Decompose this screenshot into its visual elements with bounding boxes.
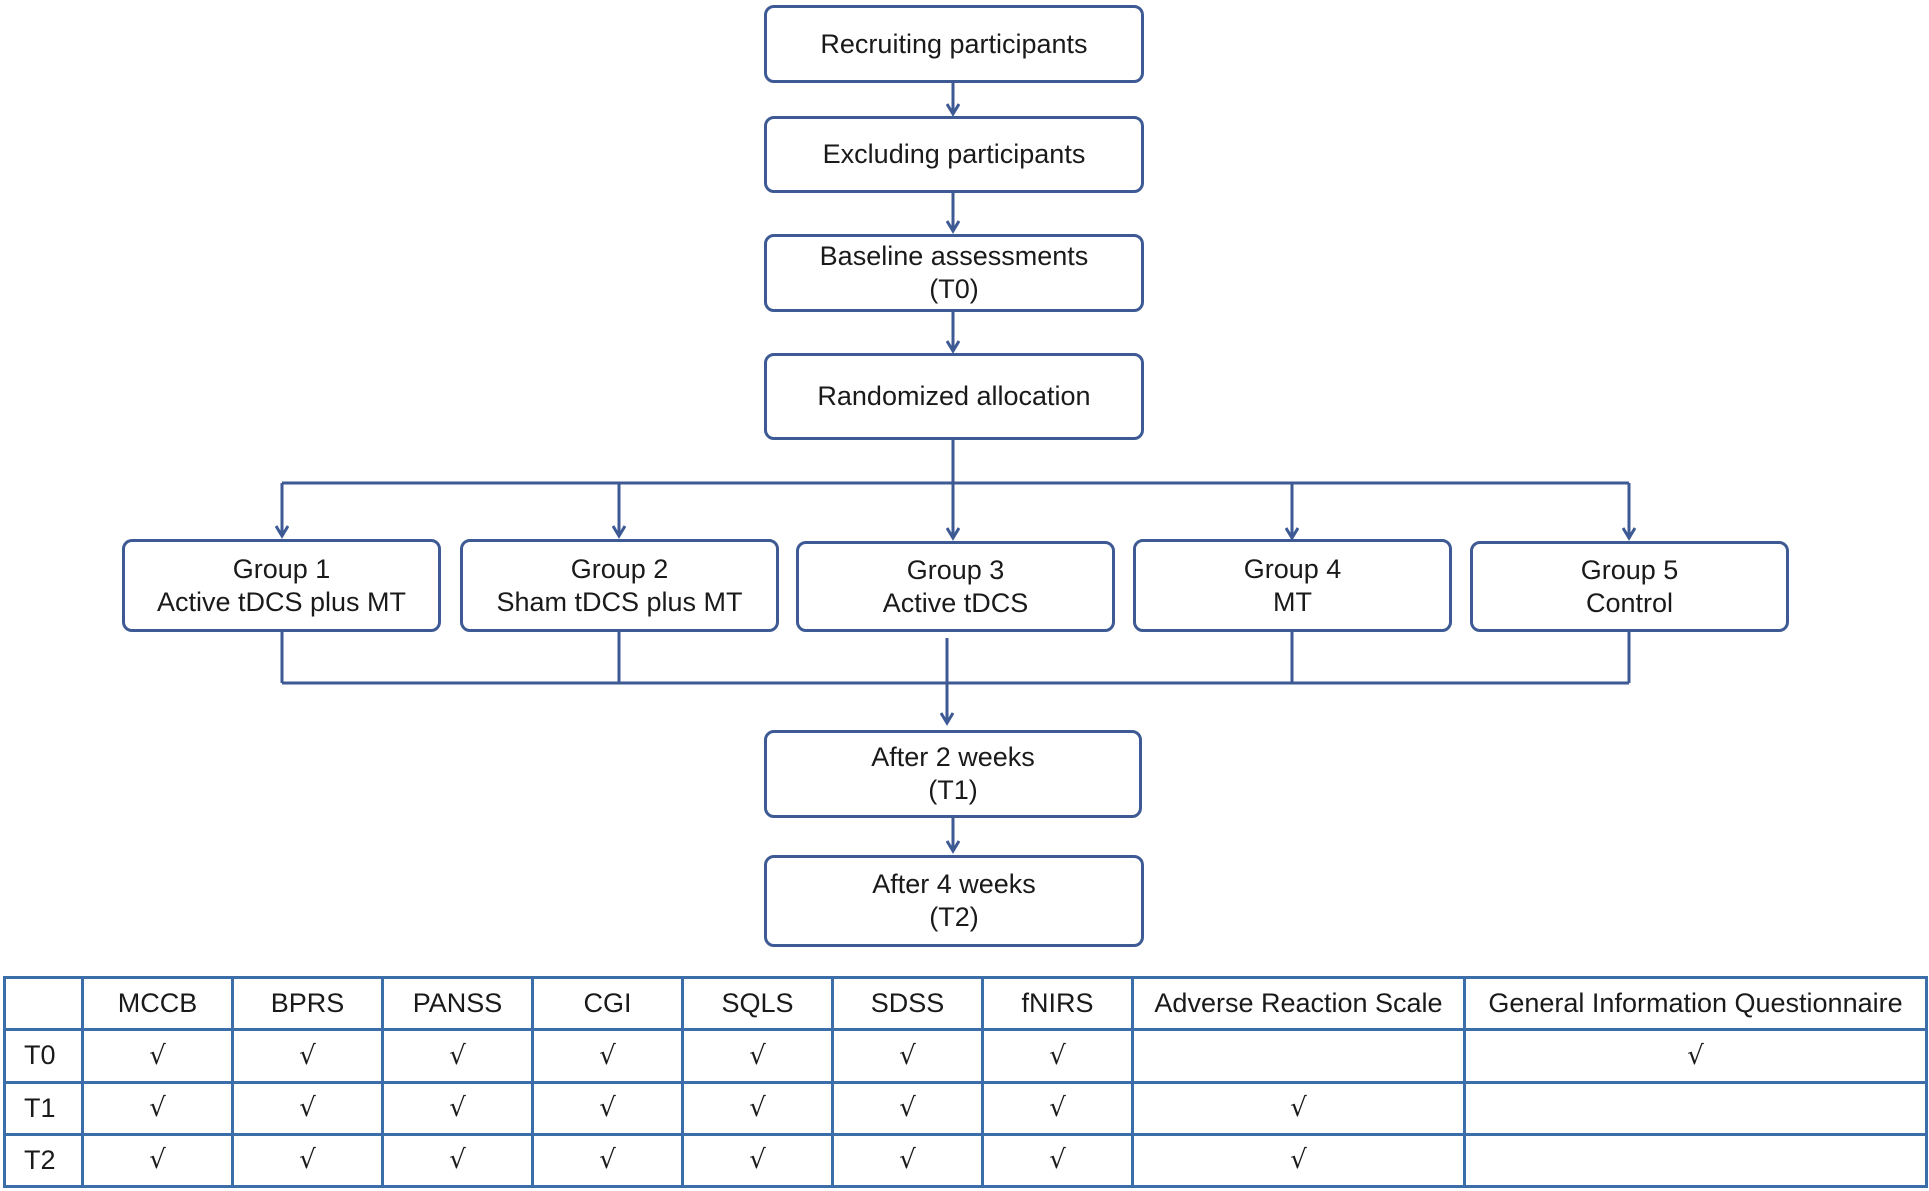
table-cell: √ [831, 1080, 984, 1136]
group-5-title: Group 5 [1580, 554, 1679, 585]
group-1-title: Group 1 [232, 553, 331, 584]
table-cell: √ [81, 1132, 234, 1189]
assessment-schedule-table: MCCB BPRS PANSS CGI SQLS SDSS fNIRS Adve… [3, 975, 1928, 1189]
table-cell: √ [981, 1080, 1134, 1136]
table-cell: √ [231, 1080, 384, 1136]
table-cell: √ [231, 1028, 384, 1084]
table-cell: √ [681, 1028, 834, 1084]
column-header-panss: PANSS [381, 975, 534, 1032]
baseline-assessments-box: Baseline assessments (T0) [764, 234, 1144, 312]
excluding-participants-box: Excluding participants [764, 116, 1144, 193]
excluding-participants-label: Excluding participants [822, 139, 1086, 169]
column-header-sqls: SQLS [681, 975, 834, 1032]
table-cell: √ [831, 1132, 984, 1189]
group-1-box: Group 1 Active tDCS plus MT [122, 539, 441, 632]
column-header-mccb: MCCB [81, 975, 234, 1032]
group-4-description: MT [1273, 586, 1312, 617]
after-2-weeks-label: After 2 weeks [871, 742, 1035, 772]
table-cell: √ [381, 1028, 534, 1084]
table-cell [1463, 1132, 1928, 1189]
table-cell: √ [531, 1132, 684, 1189]
group-2-description: Sham tDCS plus MT [496, 586, 743, 617]
table-cell: √ [381, 1132, 534, 1189]
group-1-description: Active tDCS plus MT [156, 586, 407, 617]
table-cell: √ [1131, 1132, 1466, 1189]
column-header-sdss: SDSS [831, 975, 984, 1032]
group-2-box: Group 2 Sham tDCS plus MT [460, 539, 779, 632]
after-2-weeks-box: After 2 weeks (T1) [764, 730, 1142, 818]
table-cell: √ [681, 1132, 834, 1189]
recruiting-participants-label: Recruiting participants [820, 28, 1088, 59]
group-4-box: Group 4 MT [1133, 539, 1452, 632]
group-4-title: Group 4 [1243, 553, 1342, 584]
baseline-timepoint-label: (T0) [929, 274, 979, 304]
recruiting-participants-box: Recruiting participants [764, 5, 1144, 83]
table-cell [1131, 1028, 1466, 1084]
table-cell: √ [681, 1080, 834, 1136]
randomized-allocation-label: Randomized allocation [817, 381, 1091, 411]
column-header-adverse-reaction-scale: Adverse Reaction Scale [1131, 975, 1466, 1032]
table-cell: √ [531, 1028, 684, 1084]
table-row: T1 √ √ √ √ √ √ √ √ [3, 1080, 1928, 1136]
table-cell [1463, 1080, 1928, 1136]
table-header-row: MCCB BPRS PANSS CGI SQLS SDSS fNIRS Adve… [3, 975, 1928, 1032]
after-4-weeks-box: After 4 weeks (T2) [764, 855, 1144, 947]
table-cell: √ [531, 1080, 684, 1136]
row-label-t0: T0 [3, 1028, 84, 1084]
column-header-bprs: BPRS [231, 975, 384, 1032]
column-header-fnirs: fNIRS [981, 975, 1134, 1032]
randomized-allocation-box: Randomized allocation [764, 353, 1144, 440]
table-row: T0 √ √ √ √ √ √ √ √ [3, 1028, 1928, 1084]
table-corner-cell [3, 975, 84, 1032]
after-2-weeks-timepoint: (T1) [928, 775, 978, 805]
table-cell: √ [831, 1028, 984, 1084]
table-cell: √ [231, 1132, 384, 1189]
column-header-cgi: CGI [531, 975, 684, 1032]
after-4-weeks-label: After 4 weeks [872, 869, 1036, 899]
baseline-assessments-label: Baseline assessments [819, 241, 1089, 271]
group-2-title: Group 2 [570, 553, 669, 584]
table-cell: √ [381, 1080, 534, 1136]
group-5-description: Control [1585, 587, 1674, 618]
group-3-description: Active tDCS [882, 587, 1029, 618]
table-cell: √ [1463, 1028, 1928, 1084]
row-label-t2: T2 [3, 1132, 84, 1189]
table-cell: √ [81, 1080, 234, 1136]
group-5-box: Group 5 Control [1470, 541, 1789, 632]
table-cell: √ [981, 1132, 1134, 1189]
table-cell: √ [981, 1028, 1134, 1084]
group-3-box: Group 3 Active tDCS [796, 541, 1115, 632]
table-row: T2 √ √ √ √ √ √ √ √ [3, 1132, 1928, 1189]
column-header-general-information-questionnaire: General Information Questionnaire [1463, 975, 1928, 1032]
table-cell: √ [1131, 1080, 1466, 1136]
row-label-t1: T1 [3, 1080, 84, 1136]
table-cell: √ [81, 1028, 234, 1084]
after-4-weeks-timepoint: (T2) [929, 902, 979, 932]
group-3-title: Group 3 [906, 554, 1005, 585]
